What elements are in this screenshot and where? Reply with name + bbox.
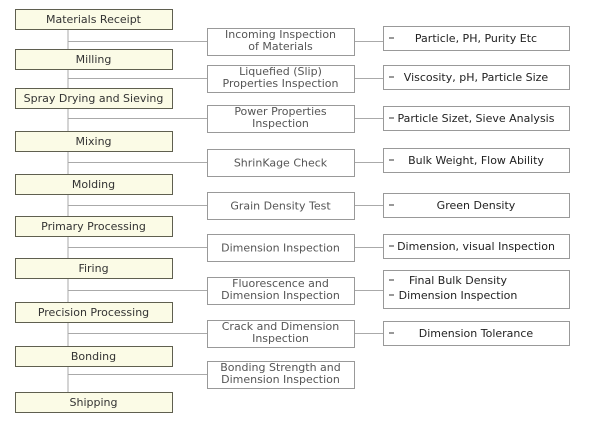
inspection-label: Inspection <box>252 117 309 130</box>
process-step-box <box>15 302 173 323</box>
inspection-label: Inspection <box>252 332 309 345</box>
inspection-label: Power Properties <box>234 105 327 118</box>
inspection-label: Dimension Inspection <box>221 289 340 302</box>
process-step-label: Milling <box>76 53 112 66</box>
result-box <box>383 270 570 309</box>
process-step-box <box>15 88 173 109</box>
result-box <box>383 234 570 259</box>
inspection-label: Dimension Inspection <box>221 242 340 255</box>
process-step-label: Materials Receipt <box>46 13 142 26</box>
process-step-label: Primary Processing <box>41 220 146 233</box>
result-label: Final Bulk Density <box>409 274 508 287</box>
inspection-box <box>207 65 355 93</box>
result-label: Particle, PH, Purity Etc <box>415 32 537 45</box>
inspection-box <box>207 320 355 348</box>
result-label: Dimension, visual Inspection <box>397 240 555 253</box>
result-box <box>383 26 570 51</box>
process-step-box <box>15 216 173 237</box>
inspection-box <box>207 277 355 305</box>
result-label: Dimension Tolerance <box>419 327 534 340</box>
result-box <box>383 65 570 90</box>
process-step-box <box>15 174 173 195</box>
result-box <box>383 193 570 218</box>
result-label: Dimension Inspection <box>399 289 518 302</box>
process-step-box <box>15 392 173 413</box>
inspection-box <box>207 234 355 262</box>
inspection-box <box>207 361 355 389</box>
inspection-label: Bonding Strength and <box>220 361 341 374</box>
process-step-box <box>15 131 173 152</box>
inspection-label: Dimension Inspection <box>221 373 340 386</box>
inspection-label: Incoming Inspection <box>225 28 336 41</box>
result-label: Viscosity, pH, Particle Size <box>404 71 549 84</box>
process-step-label: Spray Drying and Sieving <box>24 92 164 105</box>
process-step-label: Bonding <box>71 350 116 363</box>
process-step-box <box>15 9 173 30</box>
result-box <box>383 106 570 131</box>
result-label: Bulk Weight, Flow Ability <box>408 154 544 167</box>
inspection-box <box>207 192 355 220</box>
result-label: Particle Sizet, Sieve Analysis <box>398 112 555 125</box>
inspection-label: Grain Density Test <box>230 200 331 213</box>
process-step-box <box>15 49 173 70</box>
inspection-label: Crack and Dimension <box>222 320 340 333</box>
result-label: Green Density <box>437 199 516 212</box>
inspection-label: Liquefied (Slip) <box>239 65 322 78</box>
result-box <box>383 321 570 346</box>
process-step-label: Firing <box>78 262 108 275</box>
inspection-label: Properties Inspection <box>223 77 339 90</box>
process-step-box <box>15 258 173 279</box>
inspection-box <box>207 105 355 133</box>
inspection-box <box>207 28 355 56</box>
inspection-box <box>207 149 355 177</box>
inspection-label: ShrinKage Check <box>234 157 328 170</box>
process-step-box <box>15 346 173 367</box>
process-step-label: Shipping <box>70 396 118 409</box>
process-step-label: Mixing <box>75 135 111 148</box>
process-step-label: Precision Processing <box>38 306 149 319</box>
inspection-label: Fluorescence and <box>232 277 329 290</box>
inspection-label: of Materials <box>248 40 313 53</box>
process-step-label: Molding <box>72 178 115 191</box>
result-box <box>383 148 570 173</box>
